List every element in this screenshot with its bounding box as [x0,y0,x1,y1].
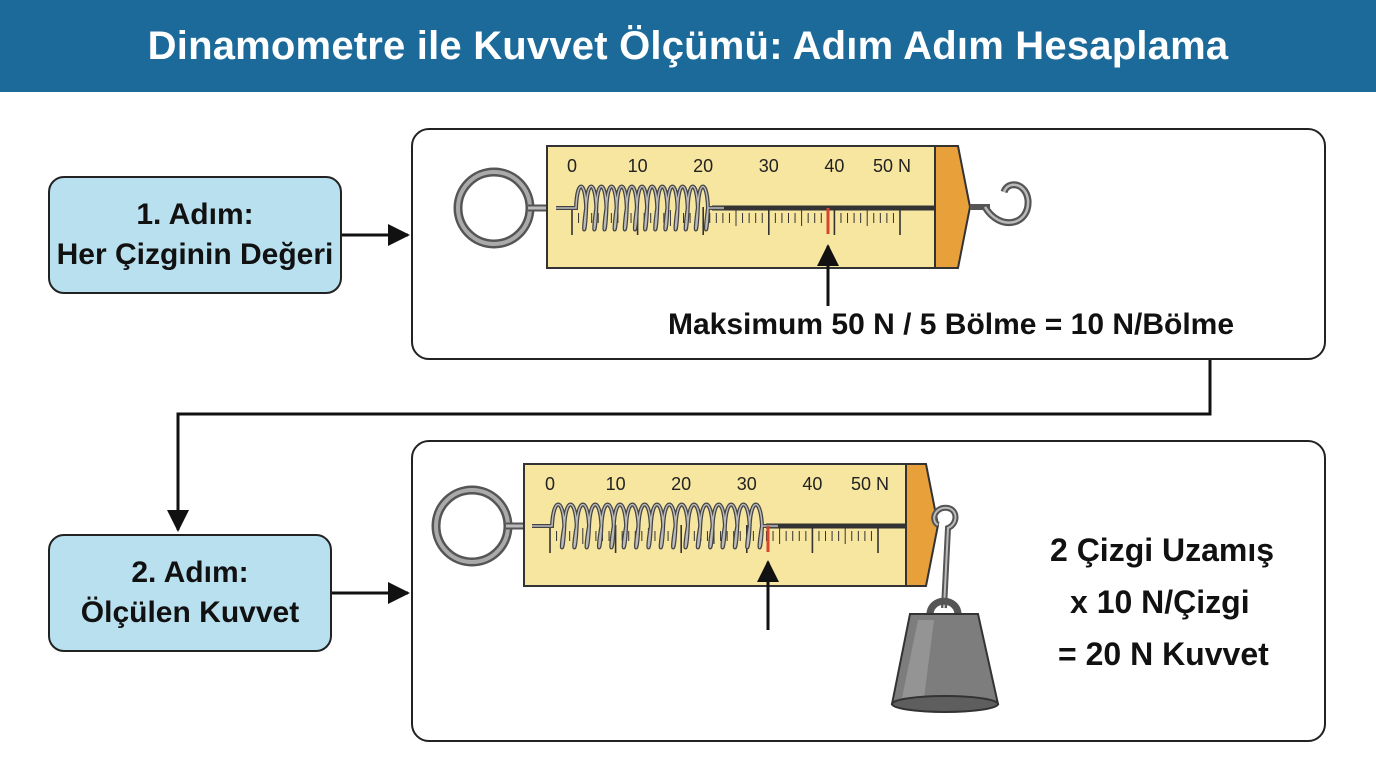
scale-label: 20 [671,474,691,494]
scale-label: 30 [737,474,757,494]
step-2-calc-line-3: = 20 N Kuvvet [1058,636,1269,672]
end-cap-2 [905,463,940,587]
scale-label: 40 [802,474,822,494]
scale-label: 0 [545,474,555,494]
scale-label: 10 [628,156,648,176]
scale-label: 40 [824,156,844,176]
connector-panel1-to-step2 [167,360,1212,532]
dynamometer-2: 0 10 20 30 40 50 N [431,463,1000,713]
scale-label: 50 N [851,474,889,494]
header-bar: Dinamometre ile Kuvvet Ölçümü: Adım Adım… [0,0,1376,92]
step-2-description: Ölçülen Kuvvet [80,596,300,629]
step-1-formula: Maksimum 50 N / 5 Bölme = 10 N/Bölme [668,308,1235,341]
scale-label: 30 [759,156,779,176]
step-2-calc-line-2: x 10 N/Çizgi [1070,584,1250,620]
scale-label: 50 N [873,156,911,176]
step-1-label: 1. Adım: [136,197,254,231]
step-1-box: 1. Adım: Her Çizginin Değeri [48,176,342,294]
dynamometer-1: 0 10 20 30 40 50 N [453,145,1032,306]
step-1-description: Her Çizginin Değeri [56,238,334,271]
end-cap-1 [934,145,972,269]
page-title: Dinamometre ile Kuvvet Ölçümü: Adım Adım… [147,23,1229,68]
step-2-box: 2. Adım: Ölçülen Kuvvet [48,534,332,652]
step-2-label: 2. Adım: [131,555,249,589]
step-2-calc-line-1: 2 Çizgi Uzamış [1050,532,1275,568]
scale-label: 20 [693,156,713,176]
scale-label: 0 [567,156,577,176]
scale-label: 10 [606,474,626,494]
